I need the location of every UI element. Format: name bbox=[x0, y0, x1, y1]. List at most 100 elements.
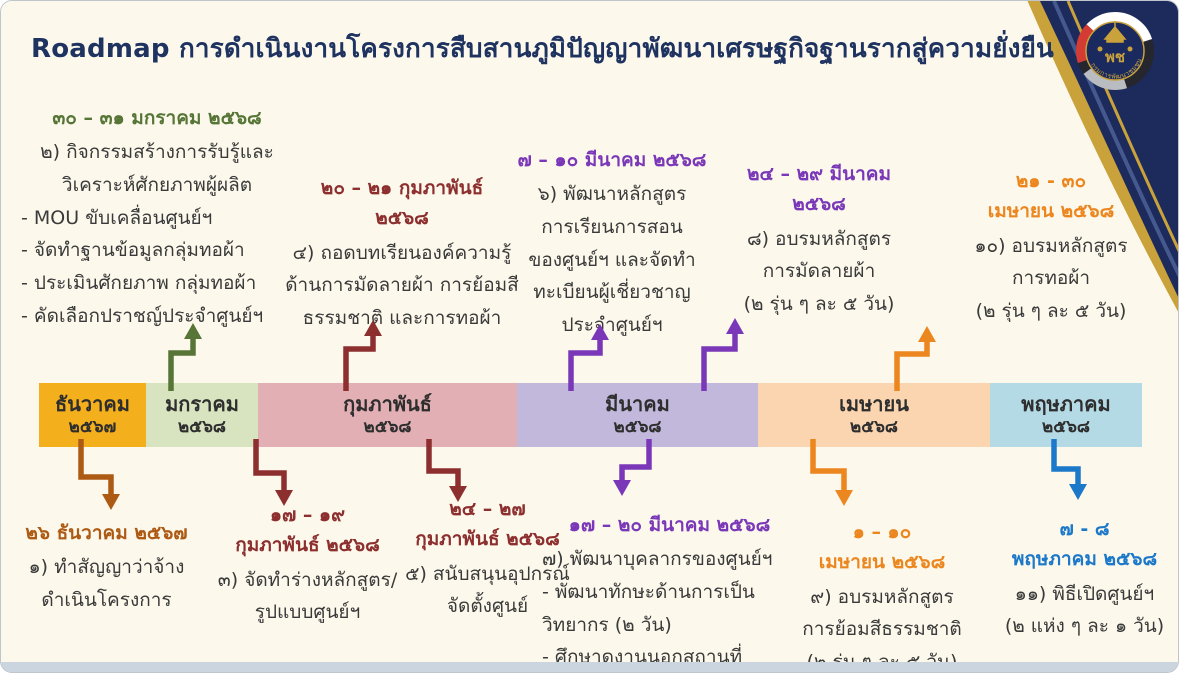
connector-arrow-down-apr bbox=[810, 439, 853, 506]
month-label: มกราคม bbox=[165, 392, 239, 416]
month-label: มีนาคม bbox=[605, 392, 670, 416]
event-date-line: ๒๖ ธันวาคม ๒๕๖๗ bbox=[25, 522, 188, 544]
event-block-activity1: ๒๖ ธันวาคม ๒๕๖๗ ๑) ทำสัญญาว่าจ้างดำเนินโ… bbox=[9, 518, 204, 617]
window-bottom-edge bbox=[1, 662, 1178, 672]
connector-arrow-up-apr bbox=[894, 326, 936, 391]
event-date-line: ๑๗ – ๒๐ มีนาคม ๒๕๖๘ bbox=[568, 514, 771, 536]
event-description: ๘) อบรมหลักสูตรการมัดลายผ้า (๒ รุ่น ๆ ละ … bbox=[709, 223, 929, 321]
event-description: ๒) กิจกรรมสร้างการรับรู้และวิเคราะห์ศักย… bbox=[21, 136, 293, 332]
event-text-line: (๒ รุ่น ๆ ละ ๕ วัน) bbox=[743, 293, 895, 316]
event-date: ๒๑ - ๓๐ เมษายน ๒๕๖๘ bbox=[945, 166, 1157, 227]
event-date-line: ๒๕๖๘ bbox=[792, 193, 846, 216]
year-label: ๒๕๖๘ bbox=[850, 417, 898, 437]
event-date-line: ๒๐ – ๒๑ กุมภาพันธ์ bbox=[320, 177, 484, 199]
month-label: เมษายน bbox=[839, 392, 909, 416]
logo-monogram: พช bbox=[1105, 48, 1125, 66]
year-label: ๒๕๖๘ bbox=[613, 417, 662, 437]
event-description: ๕) สนับสนุนอุปกรณ์จัดตั้งศูนย์ bbox=[385, 558, 590, 623]
timeline-segment-march: มีนาคม ๒๕๖๘ bbox=[517, 383, 758, 447]
event-text-line: - พัฒนาทักษะด้านการเป็น bbox=[542, 581, 755, 604]
corner-blue-line bbox=[1052, 1, 1178, 278]
year-label: ๒๕๖๗ bbox=[68, 417, 117, 437]
event-date-line: ๑ – ๑๐ bbox=[852, 521, 912, 543]
event-text-line: ประจำศูนย์ฯ bbox=[561, 314, 663, 337]
timeline-segment-december: ธันวาคม ๒๕๖๗ bbox=[39, 383, 146, 447]
event-text-line: การเรียนการสอน bbox=[541, 216, 683, 239]
event-text-line: การย้อมสีธรรมชาติ bbox=[802, 618, 962, 641]
timeline-segment-january: มกราคม ๒๕๖๘ bbox=[146, 383, 258, 447]
event-date-line: ๗ – ๑๐ มีนาคม ๒๕๖๘ bbox=[517, 149, 707, 171]
event-block-activity4: ๒๐ – ๒๑ กุมภาพันธ์ ๒๕๖๘ ๔) ถอดบทเรียนองค… bbox=[283, 173, 521, 335]
connector-arrow-down-feb1 bbox=[253, 439, 293, 506]
event-text-line: การมัดลายผ้า bbox=[762, 260, 876, 283]
event-text-line: ๑๑) พิธีเปิดศูนย์ฯ bbox=[1014, 582, 1155, 605]
event-block-activity10: ๒๑ - ๓๐ เมษายน ๒๕๖๘ ๑๐) อบรมหลักสูตรการท… bbox=[945, 166, 1157, 328]
event-date-line: ๑๗ – ๑๙ bbox=[269, 504, 346, 526]
event-date: ๒๐ – ๒๑ กุมภาพันธ์ ๒๕๖๘ bbox=[283, 173, 521, 234]
event-text-line: - จัดทำฐานข้อมูลกลุ่มทอผ้า bbox=[21, 239, 245, 262]
event-text-line: จัดตั้งศูนย์ bbox=[446, 595, 529, 618]
event-date: ๑ – ๑๐ เมษายน ๒๕๖๘ bbox=[771, 517, 993, 578]
page-title: Roadmap การดำเนินงานโครงการสืบสานภูมิปัญ… bbox=[31, 34, 1055, 64]
cdd-logo: พช กรมการพัฒนาชุมชน bbox=[1076, 12, 1154, 90]
year-label: ๒๕๖๘ bbox=[178, 417, 226, 437]
event-date: ๒๖ ธันวาคม ๒๕๖๗ bbox=[9, 518, 204, 548]
event-text-line: ๙) อบรมหลักสูตร bbox=[810, 585, 954, 608]
event-text-line: ของศูนย์ฯ และจัดทำ bbox=[528, 248, 696, 271]
event-description: ๖) พัฒนาหลักสูตรการเรียนการสอนของศูนย์ฯ … bbox=[497, 178, 727, 341]
connector-arrow-down-may bbox=[1051, 439, 1087, 500]
event-block-activity6: ๗ – ๑๐ มีนาคม ๒๕๖๘ ๖) พัฒนาหลักสูตรการเร… bbox=[497, 145, 727, 342]
event-description: ๓) จัดทำร่างหลักสูตร/รูปแบบศูนย์ฯ bbox=[195, 564, 420, 629]
event-text-line: รูปแบบศูนย์ฯ bbox=[254, 601, 361, 624]
event-text-line: ด้านการมัดลายผ้า การย้อมสี bbox=[285, 274, 519, 297]
event-date-line: ๒๕๖๘ bbox=[375, 207, 429, 230]
event-block-activity2: ๓๐ – ๓๑ มกราคม ๒๕๖๘ ๒) กิจกรรมสร้างการรั… bbox=[21, 103, 293, 332]
event-description: ๑๑) พิธีเปิดศูนย์ฯ (๒ แห่ง ๆ ละ ๑ วัน) bbox=[997, 578, 1172, 643]
event-block-activity9: ๑ – ๑๐ เมษายน ๒๕๖๘ ๙) อบรมหลักสูตรการย้อ… bbox=[771, 517, 993, 672]
month-label: พฤษภาคม bbox=[1021, 392, 1111, 416]
logo-ring-black bbox=[1076, 12, 1154, 90]
event-text-line: (๒ รุ่น ๆ ละ ๕ วัน) bbox=[975, 300, 1127, 323]
event-date: ๗ - ๘ พฤษภาคม ๒๕๖๘ bbox=[997, 514, 1172, 575]
event-description: ๑) ทำสัญญาว่าจ้างดำเนินโครงการ bbox=[9, 551, 204, 616]
connector-arrow-down-mar bbox=[613, 439, 652, 496]
event-text-line: ๕) สนับสนุนอุปกรณ์ bbox=[405, 562, 570, 585]
event-text-line: วิทยากร (๒ วัน) bbox=[542, 613, 672, 636]
event-date-line: เมษายน ๒๕๖๘ bbox=[818, 551, 946, 574]
event-text-line: วิเคราะห์ศักยภาพผู้ผลิต bbox=[61, 174, 253, 197]
event-date: ๗ – ๑๐ มีนาคม ๒๕๖๘ bbox=[497, 145, 727, 175]
event-date-line: ๒๔ – ๒๗ bbox=[449, 498, 526, 520]
event-date-line: กุมภาพันธ์ ๒๕๖๘ bbox=[415, 528, 560, 551]
event-description: ๔) ถอดบทเรียนองค์ความรู้ด้านการมัดลายผ้า… bbox=[283, 237, 521, 335]
event-date-line: ๗ - ๘ bbox=[1059, 518, 1110, 540]
event-text-line: ๖) พัฒนาหลักสูตร bbox=[537, 183, 687, 206]
event-date-line: กุมภาพันธ์ ๒๕๖๘ bbox=[235, 534, 380, 557]
timeline-segment-april: เมษายน ๒๕๖๘ bbox=[758, 383, 990, 447]
event-text-line: ๑) ทำสัญญาว่าจ้าง bbox=[28, 556, 185, 579]
logo-flame-left bbox=[1097, 46, 1103, 52]
event-text-line: - MOU ขับเคลื่อนศูนย์ฯ bbox=[21, 206, 213, 229]
event-date: ๑๗ – ๒๐ มีนาคม ๒๕๖๘ bbox=[542, 510, 797, 540]
timeline-bar: ธันวาคม ๒๕๖๗ มกราคม ๒๕๖๘ กุมภาพันธ์ ๒๕๖๘… bbox=[39, 383, 1142, 447]
pavilion-icon bbox=[1103, 21, 1127, 43]
event-date-line: พฤษภาคม ๒๕๖๘ bbox=[1011, 548, 1158, 571]
event-date-line: ๒๔ – ๒๙ มีนาคม bbox=[746, 163, 892, 185]
event-text-line: ๑๐) อบรมหลักสูตร bbox=[974, 234, 1128, 257]
event-description: ๗) พัฒนาบุคลากรของศูนย์ฯ- พัฒนาทักษะด้าน… bbox=[542, 543, 797, 672]
event-text-line: ทะเบียนผู้เชี่ยวชาญ bbox=[533, 281, 691, 304]
event-block-activity11: ๗ - ๘ พฤษภาคม ๒๕๖๘ ๑๑) พิธีเปิดศูนย์ฯ (๒ … bbox=[997, 514, 1172, 643]
event-text-line: (๒ แห่ง ๆ ละ ๑ วัน) bbox=[1004, 615, 1165, 638]
logo-flame-right bbox=[1127, 46, 1133, 52]
logo-ring-white bbox=[1076, 12, 1154, 90]
connector-arrow-down-feb2 bbox=[426, 439, 467, 502]
corner-gold-band bbox=[1027, 1, 1178, 312]
year-label: ๒๕๖๘ bbox=[1042, 417, 1090, 437]
event-text-line: ธรรมชาติ และการทอผ้า bbox=[302, 307, 502, 330]
event-text-line: ๘) อบรมหลักสูตร bbox=[746, 227, 892, 250]
event-date: ๓๐ – ๓๑ มกราคม ๒๕๖๘ bbox=[21, 103, 293, 133]
event-date: ๒๔ – ๒๙ มีนาคม ๒๕๖๘ bbox=[709, 159, 929, 220]
month-label: ธันวาคม bbox=[55, 392, 130, 416]
